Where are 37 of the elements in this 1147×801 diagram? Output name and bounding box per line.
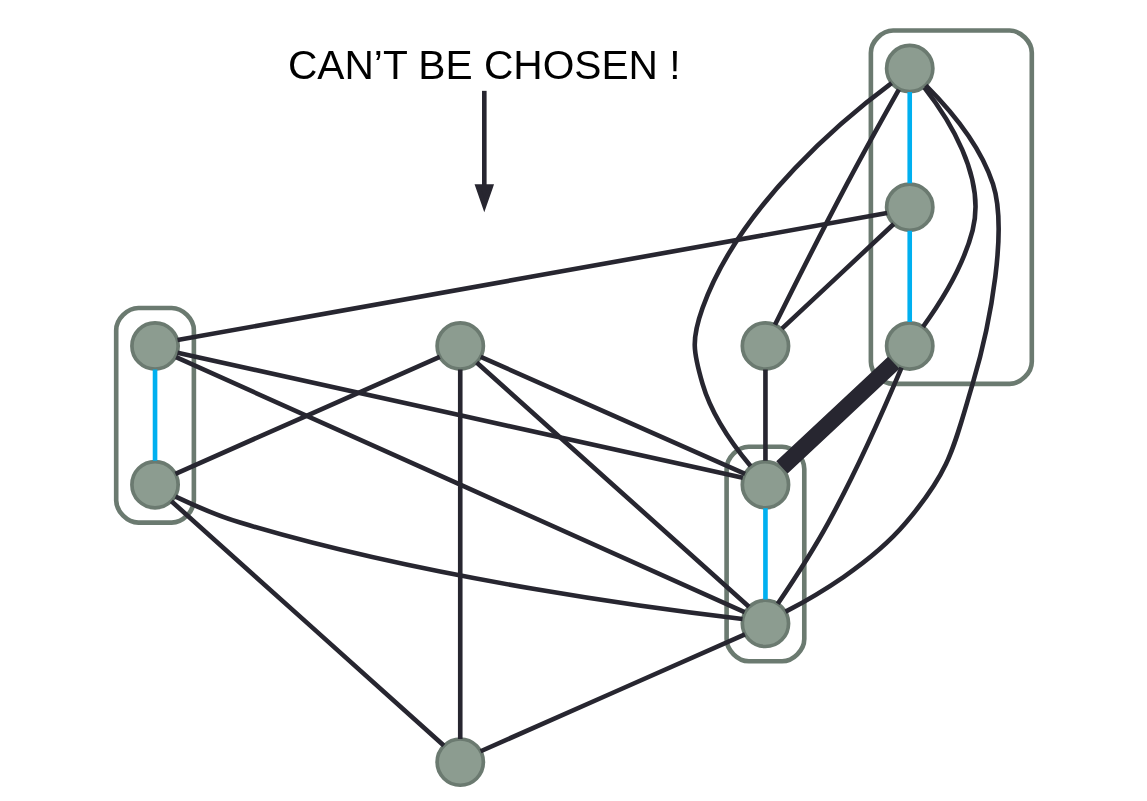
node-circle	[739, 459, 790, 510]
connector	[174, 354, 441, 476]
connector	[174, 494, 743, 622]
connector	[176, 350, 743, 481]
arrow	[474, 90, 494, 213]
connector	[775, 356, 899, 474]
connector	[176, 210, 888, 343]
node-circle	[129, 459, 180, 510]
cluster	[868, 28, 1034, 387]
connector	[784, 83, 1001, 614]
connector	[920, 86, 978, 329]
node-circle	[434, 320, 485, 371]
node-circle	[739, 320, 790, 371]
node-text: CAN’T BE CHOSEN !	[287, 41, 681, 88]
connector	[174, 355, 745, 615]
node-circle	[129, 320, 180, 371]
node-circle	[884, 320, 935, 371]
connector	[479, 632, 746, 754]
connector	[762, 369, 768, 461]
connector	[775, 366, 904, 606]
connector	[474, 360, 750, 609]
connector	[169, 499, 445, 748]
node-circle	[739, 598, 790, 649]
connector	[779, 222, 895, 331]
node-circle	[884, 43, 935, 94]
connector	[906, 230, 912, 322]
node-circle	[884, 182, 935, 233]
connector	[906, 92, 912, 184]
connector	[457, 369, 463, 739]
connector	[772, 88, 901, 326]
connector	[692, 81, 893, 468]
connector	[762, 508, 768, 600]
cluster	[113, 305, 196, 525]
node-circle	[434, 737, 485, 788]
connector	[479, 354, 746, 476]
cluster	[723, 444, 807, 664]
connector	[152, 369, 157, 461]
